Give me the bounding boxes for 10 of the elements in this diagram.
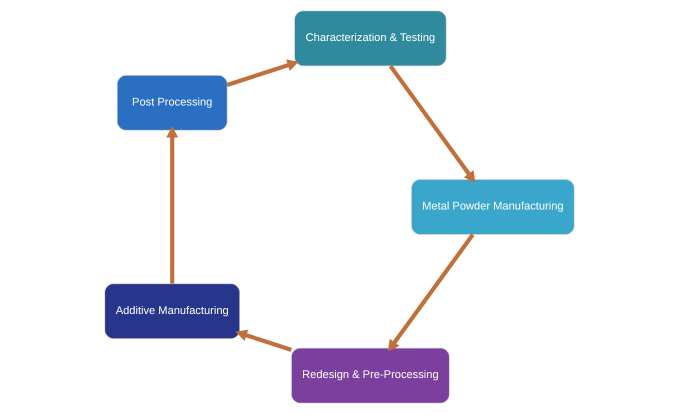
arrow bbox=[235, 330, 292, 352]
arrow bbox=[387, 233, 474, 352]
node-box: Characterization & Testing bbox=[294, 10, 446, 66]
node-box: Metal Powder Manufacturing bbox=[410, 179, 574, 235]
node-box: Post Processing bbox=[116, 75, 227, 131]
arrow bbox=[226, 59, 298, 87]
arrow bbox=[166, 126, 178, 284]
node-box: Additive Manufacturing bbox=[104, 283, 240, 339]
node-box: Redesign & Pre-Processing bbox=[290, 348, 450, 404]
arrow bbox=[388, 64, 475, 183]
